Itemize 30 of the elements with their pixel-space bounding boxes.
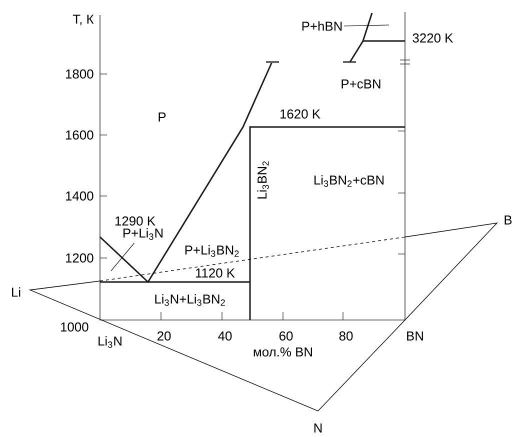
tick-label: 1600 — [66, 130, 94, 140]
region-label: P+cBN — [342, 79, 380, 88]
leader-line — [344, 24, 390, 26]
region-label: P+Li$_{3}$N — [123, 228, 163, 240]
compound-label: Li$_{3}$N — [98, 336, 122, 348]
tick-label: 80 — [339, 331, 353, 341]
axis-label: T, К — [72, 14, 94, 26]
leader-line — [110, 242, 135, 272]
region-label: P — [158, 112, 166, 122]
region-label: Li$_{3}$N+Li$_{3}$BN$_{2}$ — [155, 294, 225, 306]
temperature-label: 1620 K — [280, 109, 320, 119]
region-label: Li$_{3}$BN$_{2}$+cBN — [314, 175, 384, 187]
tick-label: 1800 — [66, 69, 94, 79]
axis-label: мол.% BN — [254, 347, 312, 357]
region-label: P+hBN — [302, 21, 342, 31]
vertex-label: N — [314, 424, 322, 432]
tick-label: 60 — [279, 331, 293, 341]
tick-label: 20 — [157, 331, 171, 341]
temperature-label: 3220 K — [412, 33, 454, 43]
tick-label: 1400 — [66, 191, 94, 201]
tick-label: 1200 — [66, 253, 94, 263]
tick-label: 1000 — [60, 322, 88, 332]
vertex-label: Li — [12, 287, 20, 297]
vertex-label: B — [504, 216, 512, 224]
tick-label: 40 — [218, 331, 232, 341]
region-label: P+Li$_{3}$BN$_{2}$ — [185, 245, 239, 257]
compound-label: Li$_{3}$BN$_{2}$ — [257, 161, 269, 198]
temperature-label: 1120 K — [196, 268, 235, 278]
temperature-label: 1290 K — [115, 216, 156, 226]
compound-label: BN — [407, 332, 423, 340]
